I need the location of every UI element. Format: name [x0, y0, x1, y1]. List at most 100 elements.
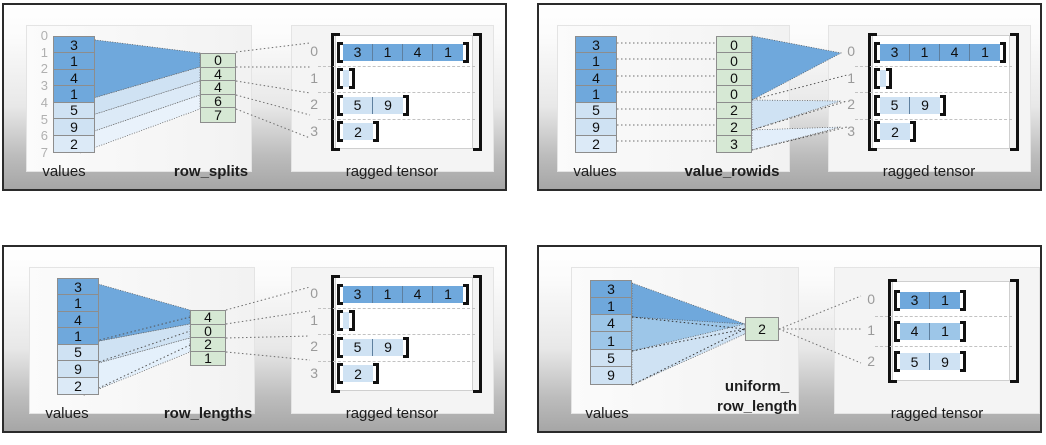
row-cells	[880, 70, 886, 88]
tensor-row-index: 1	[867, 322, 875, 338]
tensor-row	[874, 68, 892, 90]
row-open-bracket	[337, 41, 343, 63]
value-cell: 1	[58, 328, 98, 345]
values-label-2: values	[573, 163, 617, 180]
tensor-label-4: ragged tensor	[890, 405, 984, 422]
partition-cell: 0	[717, 53, 751, 70]
tensor-row	[337, 310, 355, 332]
partition-cell: 3	[717, 135, 751, 152]
tensor-cell: 4	[900, 322, 930, 340]
row-separator	[318, 65, 475, 67]
tensor-label-1: ragged tensor	[345, 163, 439, 180]
tensor-cell: 2	[343, 123, 373, 141]
row-separator	[855, 92, 1012, 93]
tensor-cell: 9	[373, 96, 403, 114]
row-open-bracket	[874, 121, 880, 143]
partition-label-3: row_lengths	[163, 405, 253, 422]
value-index-tick: 4	[40, 94, 48, 110]
tensor-row-index: 3	[310, 122, 318, 139]
tensor-row-index: 3	[310, 364, 318, 381]
row-separator	[318, 118, 475, 120]
tensor-cell: 4	[403, 43, 433, 61]
value-cell: 2	[576, 135, 616, 152]
partition-cell: 0	[717, 37, 751, 54]
tensor-row-index: 0	[310, 43, 318, 60]
values-label-3: values	[45, 405, 89, 422]
row-open-bracket	[337, 363, 343, 385]
partition-cell: 4	[191, 309, 225, 325]
partition-label-4-line2: row_length	[716, 398, 797, 415]
row-cells: 2	[880, 123, 910, 141]
row-open-bracket	[337, 310, 343, 332]
tensor-close-bracket	[473, 33, 482, 151]
row-close-bracket	[349, 68, 355, 90]
tensor-cell: 5	[343, 338, 373, 356]
value-cell: 1	[54, 86, 94, 103]
row-close-bracket	[960, 320, 966, 342]
partition-cell: 2	[717, 119, 751, 136]
tensor-cell: 9	[373, 338, 403, 356]
partition-cell: 0	[717, 70, 751, 87]
row-open-bracket	[337, 94, 343, 116]
value-cell: 5	[591, 349, 631, 367]
row-separator	[875, 315, 1012, 317]
row-close-bracket	[463, 41, 469, 63]
tensor-cell: 1	[373, 43, 403, 61]
value-cell: 1	[58, 295, 98, 312]
tensor-cell: 5	[900, 353, 930, 371]
tensor-cell: 3	[900, 291, 930, 309]
tensor-empty-row-cell	[343, 70, 349, 88]
row-separator	[318, 92, 475, 93]
tensor-row: 2	[337, 121, 379, 143]
value-cell: 4	[591, 315, 631, 333]
row-open-bracket	[337, 121, 343, 143]
value-index-tick: 2	[40, 61, 48, 77]
tensor-row-index: 2	[867, 352, 875, 369]
tensor-cell: 1	[433, 285, 463, 303]
tensor-row: 2	[337, 363, 379, 385]
row-separator	[318, 307, 475, 309]
value-cell: 3	[591, 281, 631, 299]
tensor-close-bracket	[1010, 33, 1019, 151]
row-cells: 2	[343, 365, 373, 383]
row-open-bracket	[874, 68, 880, 90]
row-close-bracket	[403, 336, 409, 358]
tensor-cell: 3	[343, 43, 373, 61]
value-cell: 2	[58, 377, 98, 394]
value-cell: 4	[576, 70, 616, 87]
row-separator	[318, 334, 475, 335]
tensor-cell: 2	[880, 123, 910, 141]
partition-label-2: value_rowids	[684, 163, 780, 180]
tensor-row-index: 1	[310, 69, 318, 86]
row-close-bracket	[886, 68, 892, 90]
tensor-row-index: 0	[867, 291, 875, 308]
row-close-bracket	[960, 289, 966, 311]
tensor-cell: 9	[910, 96, 940, 114]
tensor-cell: 1	[433, 43, 463, 61]
value-cell: 1	[591, 298, 631, 316]
row-close-bracket	[910, 121, 916, 143]
partition-cell: 6	[201, 93, 235, 109]
value-cell: 9	[54, 119, 94, 136]
values-label-1: values	[42, 163, 86, 180]
partition-cell: 4	[201, 66, 235, 82]
values-label-4: values	[585, 405, 629, 422]
tensor-row	[337, 68, 355, 90]
value-cell: 3	[54, 37, 94, 54]
value-index-tick: 5	[40, 111, 48, 127]
row-open-bracket	[337, 68, 343, 90]
row-close-bracket	[1000, 41, 1006, 63]
